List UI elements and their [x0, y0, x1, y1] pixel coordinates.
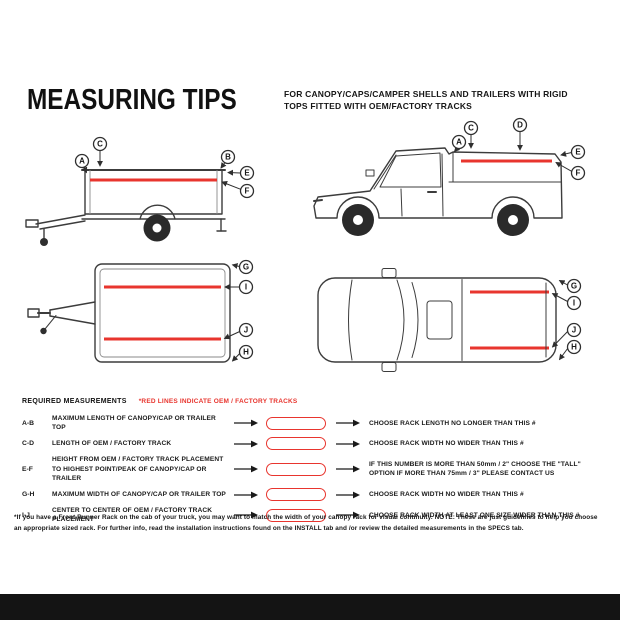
side-mirror: [381, 268, 397, 278]
svg-text:G: G: [243, 263, 249, 272]
svg-text:A: A: [456, 138, 462, 147]
measurement-description: HEIGHT FROM OEM / FACTORY TRACK PLACEMEN…: [52, 456, 224, 482]
measurement-row-cd: C-D LENGTH OF OEM / FACTORY TRACK CHOOSE…: [22, 437, 604, 451]
page-title: MEASURING TIPS: [27, 84, 237, 116]
callout-trailer-side-f: F: [221, 181, 255, 199]
svg-text:G: G: [571, 282, 577, 291]
callout-truck-top-g: G: [558, 278, 582, 294]
flow-arrow-icon: [234, 440, 258, 448]
measurement-row-ab: A-B MAXIMUM LENGTH OF CANOPY/CAP OR TRAI…: [22, 414, 604, 432]
svg-text:J: J: [244, 326, 248, 335]
bottom-bar: [0, 594, 620, 620]
svg-text:I: I: [245, 283, 247, 292]
measurement-id: G-H: [22, 491, 35, 499]
flow-arrow-icon: [234, 465, 258, 473]
measurement-id: A-B: [22, 419, 35, 427]
trailer-top-view: G I J H: [27, 259, 254, 363]
callout-trailer-side-c: C: [92, 136, 108, 167]
measurements-header: REQUIRED MEASUREMENTS *RED LINES INDICAT…: [22, 398, 604, 405]
callout-trailer-top-g: G: [231, 259, 254, 275]
measurement-entry-box: [266, 437, 326, 451]
side-mirror: [381, 362, 397, 372]
callout-truck-side-e: E: [560, 144, 586, 160]
svg-text:D: D: [517, 121, 523, 130]
required-measurements-section: REQUIRED MEASUREMENTS *RED LINES INDICAT…: [22, 398, 604, 530]
flow-arrow-icon: [336, 419, 360, 427]
red-lines-legend: *RED LINES INDICATE OEM / FACTORY TRACKS: [138, 398, 298, 405]
measurement-result: CHOOSE RACK WIDTH AT LEAST ONE SIZE WIDE…: [369, 511, 580, 519]
flow-arrow-icon: [336, 440, 360, 448]
svg-text:B: B: [225, 153, 231, 162]
diagrams-canvas: C A B E F: [25, 117, 586, 372]
flow-arrow-icon: [336, 491, 360, 498]
measurement-description: MAXIMUM WIDTH OF CANOPY/CAP OR TRAILER T…: [52, 490, 226, 498]
measurement-entry-box: [266, 462, 326, 476]
svg-text:I: I: [573, 299, 575, 308]
svg-text:C: C: [97, 140, 103, 149]
trailer-side-view: C A B E F: [25, 136, 255, 246]
callout-trailer-top-j: J: [223, 322, 254, 340]
measurement-result: IF THIS NUMBER IS MORE THAN 50mm / 2" CH…: [369, 461, 581, 478]
measurement-row-ij: I-J CENTER TO CENTER OF OEM / FACTORY TR…: [22, 506, 604, 524]
measurement-row-ef: E-F HEIGHT FROM OEM / FACTORY TRACK PLAC…: [22, 455, 604, 483]
jockey-wheel: [40, 238, 48, 246]
callout-trailer-top-h: H: [231, 344, 254, 362]
sunroof: [426, 300, 453, 340]
measurement-description: CENTER TO CENTER OF OEM / FACTORY TRACK …: [52, 507, 213, 524]
svg-text:H: H: [243, 348, 249, 357]
svg-text:E: E: [244, 169, 250, 178]
callout-truck-side-f: F: [555, 162, 586, 181]
svg-text:H: H: [571, 343, 577, 352]
callout-truck-top-h: H: [558, 339, 582, 361]
callout-trailer-side-e: E: [227, 165, 255, 181]
measurement-result: CHOOSE RACK LENGTH NO LONGER THAN THIS #: [369, 419, 536, 427]
measurement-id: I-J: [22, 511, 30, 519]
truck-top-view: G I J H: [317, 268, 582, 372]
page-subtitle: FOR CANOPY/CAPS/CAMPER SHELLS AND TRAILE…: [284, 89, 568, 112]
measurement-description: MAXIMUM LENGTH OF CANOPY/CAP OR TRAILER …: [52, 415, 216, 432]
jockey-handle: [40, 327, 47, 335]
callout-trailer-top-i: I: [224, 279, 254, 295]
callout-trailer-side-b: B: [220, 149, 236, 169]
svg-text:C: C: [468, 124, 474, 133]
footnote: *If you have a Front Runner Rack on the …: [14, 514, 598, 532]
svg-text:A: A: [79, 157, 85, 166]
callout-truck-side-a: A: [451, 134, 467, 153]
flow-arrow-icon: [234, 511, 258, 519]
measurement-description: LENGTH OF OEM / FACTORY TRACK: [52, 440, 172, 448]
measurement-result: CHOOSE RACK WIDTH NO WIDER THAN THIS #: [369, 490, 524, 498]
flow-arrow-icon: [336, 511, 360, 519]
measurement-id: E-F: [22, 465, 33, 473]
flow-arrow-icon: [234, 491, 258, 498]
measurement-entry-box: [266, 416, 326, 430]
callout-truck-top-j: J: [551, 322, 582, 348]
flow-arrow-icon: [336, 465, 360, 473]
svg-text:F: F: [576, 169, 581, 178]
measurements-title: REQUIRED MEASUREMENTS: [22, 398, 127, 405]
svg-text:E: E: [575, 148, 581, 157]
callout-truck-side-c: C: [463, 120, 479, 149]
measurement-entry-box: [266, 508, 326, 522]
truck-side-view: A C D E F: [313, 117, 586, 236]
callout-trailer-side-a: A: [74, 153, 90, 174]
callout-truck-side-d: D: [512, 117, 528, 151]
measurement-row-gh: G-H MAXIMUM WIDTH OF CANOPY/CAP OR TRAIL…: [22, 488, 604, 502]
svg-text:J: J: [572, 326, 576, 335]
measurement-entry-box: [266, 488, 326, 502]
measurement-id: C-D: [22, 440, 35, 448]
callout-truck-top-i: I: [551, 293, 582, 311]
flow-arrow-icon: [234, 419, 258, 427]
svg-text:F: F: [245, 187, 250, 196]
measurement-result: CHOOSE RACK WIDTH NO WIDER THAN THIS #: [369, 440, 524, 448]
